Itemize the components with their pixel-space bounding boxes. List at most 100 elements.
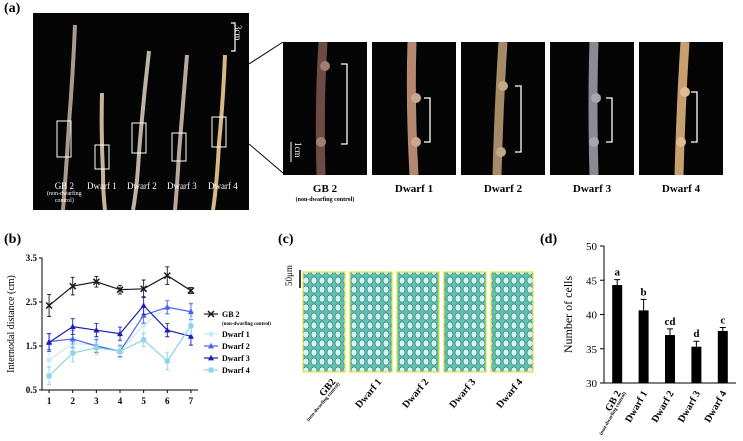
data-point: [187, 333, 194, 339]
zoom-photo-dwarf1: [372, 42, 456, 175]
scale-label-3cm: 3cm: [233, 25, 243, 41]
bar: [717, 330, 728, 383]
data-point: [140, 285, 148, 293]
data-point: [46, 357, 52, 363]
y-tick-label: 1.5: [26, 341, 38, 351]
y-axis-label: Internodal distance (cm): [6, 275, 17, 373]
data-point: [187, 308, 194, 315]
data-point: [163, 272, 171, 280]
photo-caption-dwarf3: Dwarf 3: [167, 181, 197, 191]
zoom-label-gb2-sub: (non-dwarfing control): [295, 197, 355, 203]
zoom-label-gb2: GB 2: [312, 183, 338, 195]
data-point: [208, 342, 214, 349]
panel-label-b: (b): [4, 232, 22, 247]
legend-label: GB 2: [222, 310, 240, 319]
error-bar: [693, 340, 700, 347]
legend-item: Dwarf 2: [204, 342, 250, 351]
x-tick-label: 1: [47, 396, 52, 406]
data-point: [46, 373, 52, 379]
significance-letter: cd: [665, 316, 676, 328]
x-tick-label: Dwarf 3: [676, 389, 703, 425]
x-tick-label: 7: [189, 396, 194, 406]
legend-item: GB 2 (non-dwarfing control): [204, 310, 271, 327]
data-point: [117, 330, 123, 337]
bar: [638, 310, 649, 383]
significance-letter: d: [693, 328, 699, 340]
data-point: [93, 345, 99, 351]
data-point: [117, 348, 123, 354]
series-dwarf-4: [46, 316, 194, 386]
legend-item: Dwarf 4: [204, 366, 250, 375]
x-tick-label: Dwarf 2: [650, 389, 677, 425]
data-point: [164, 304, 171, 310]
zoom-label-dwarf4: Dwarf 4: [661, 183, 701, 195]
legend-label: Dwarf 1: [222, 330, 250, 339]
error-bar: [719, 327, 726, 331]
x-tick-label: 2: [70, 396, 75, 406]
panel-label-a: (a): [4, 1, 21, 16]
micrograph-panel: 50μm GB2 (non-dwarfing control) Dwarf 1 …: [278, 240, 548, 436]
zoom-photo-dwarf2: [461, 42, 545, 175]
zoom-photo-gb2: 1cm: [283, 42, 367, 175]
photo-caption-gb2: GB 2 (non-dwarfing control): [47, 181, 82, 204]
data-point: [69, 323, 76, 330]
panel-label-d: (d): [540, 232, 558, 247]
data-point: [69, 335, 76, 342]
x-tick-label: 6: [165, 396, 170, 406]
data-point: [141, 337, 147, 343]
legend-label: Dwarf 2: [222, 342, 250, 351]
micrograph-label-dwarf2: Dwarf 2: [401, 377, 432, 411]
data-point: [140, 312, 147, 318]
micrographs: 50μm GB2 (non-dwarfing control) Dwarf 1 …: [284, 265, 534, 423]
scale-label-1cm: 1cm: [293, 142, 303, 158]
x-tick-label: 5: [141, 396, 146, 406]
data-point: [70, 350, 76, 356]
series-gb-2: [45, 266, 195, 317]
micrograph-label-dwarf3: Dwarf 3: [448, 377, 479, 411]
photo-caption-dwarf2: Dwarf 2: [127, 181, 157, 191]
data-point: [208, 354, 214, 361]
zoom-photo-dwarf3: [550, 42, 634, 175]
y-tick-label: 45: [586, 275, 598, 287]
data-point: [92, 278, 100, 286]
bar: [665, 335, 675, 383]
significance-letter: b: [641, 286, 647, 298]
data-point: [208, 367, 214, 373]
legend-label: Dwarf 4: [222, 366, 250, 375]
data-point: [164, 358, 170, 364]
y-axis-label: Number of cells: [561, 276, 575, 354]
data-point: [140, 302, 147, 308]
legend-sublabel: (non-dwarfing control): [222, 322, 271, 327]
significance-letter: c: [720, 315, 725, 327]
data-point: [188, 323, 194, 329]
error-bar: [667, 328, 673, 336]
significance-letter: a: [614, 267, 620, 279]
micrograph-label-dwarf1: Dwarf 1: [354, 377, 385, 411]
data-point: [45, 301, 53, 310]
data-point: [208, 331, 214, 337]
stem-photo: 3cm GB 2 (non-dwarfing control) Dwarf 1 …: [33, 13, 249, 210]
data-point: [93, 326, 100, 333]
legend-label: Dwarf 3: [222, 354, 250, 363]
x-tick-label: 4: [118, 396, 123, 406]
zoom-photo-dwarf4: [639, 42, 723, 175]
y-tick-label: 2.5: [26, 297, 38, 307]
bar: [612, 285, 623, 383]
legend-item: Dwarf 1: [204, 330, 250, 339]
data-point: [187, 287, 195, 295]
photo-caption-dwarf1: Dwarf 1: [87, 181, 117, 191]
y-tick-label: 35: [586, 344, 598, 356]
y-tick-label: 30: [586, 378, 598, 390]
data-point: [164, 326, 171, 333]
zoom-label-dwarf2: Dwarf 2: [483, 183, 523, 195]
x-tick-label: Dwarf 4: [703, 389, 730, 425]
error-bar: [640, 298, 647, 311]
x-tick-label: 3: [94, 396, 99, 406]
data-point: [207, 310, 215, 318]
bar: [691, 346, 702, 383]
series-dwarf-3: [46, 296, 194, 352]
data-point: [141, 322, 147, 328]
zoom-label-dwarf3: Dwarf 3: [572, 183, 612, 195]
zoom-label-dwarf1: Dwarf 1: [394, 183, 434, 195]
